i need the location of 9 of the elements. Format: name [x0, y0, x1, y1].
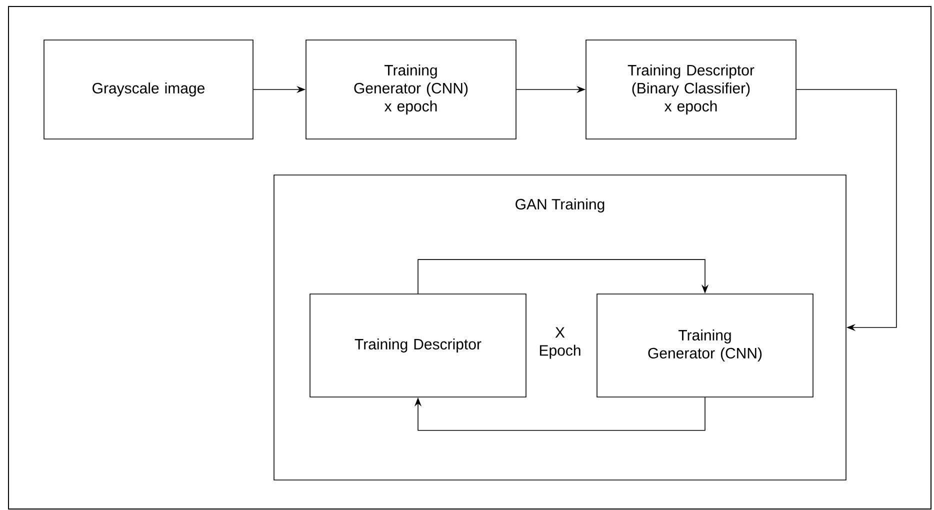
- arrow: [414, 396, 706, 431]
- process-box: Training Descriptor: [310, 294, 526, 398]
- process-box: Training Generator (CNN): [596, 294, 814, 398]
- arrow: [796, 89, 897, 332]
- arrow: [418, 259, 709, 294]
- process-box: Training Descriptor (Binary Classifier) x epoch: [586, 40, 796, 140]
- process-box: Grayscale image: [44, 40, 254, 140]
- loop-label: X Epoch: [540, 327, 580, 359]
- process-box: Training Generator (CNN) x epoch: [306, 40, 516, 140]
